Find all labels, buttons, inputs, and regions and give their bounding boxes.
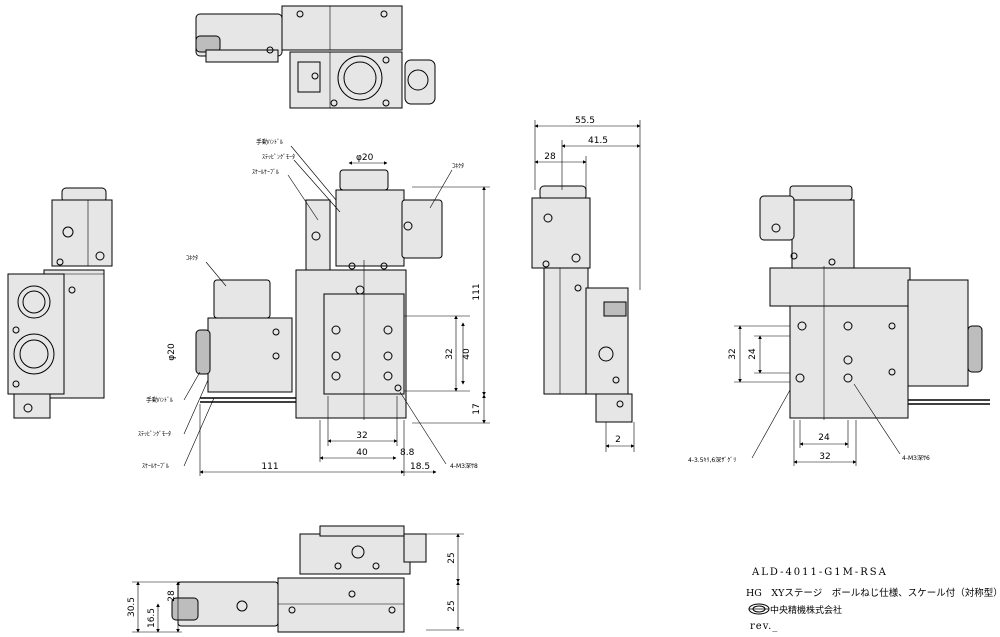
dim-32-horizontal: 32 (356, 431, 367, 441)
extension-lines (132, 120, 857, 633)
side-view (531, 185, 633, 423)
m3-thread-note-rear: 4-M3深ｻ6 (902, 454, 930, 462)
dim-111-height: 111 (472, 283, 482, 300)
dim-32-rear-horizontal: 32 (819, 452, 830, 462)
dim-phi20-top: φ20 (356, 153, 374, 163)
dim-30-5: 30.5 (127, 597, 137, 617)
dim-25-bottom-upper: 25 (447, 552, 457, 563)
label-scale-cable-left: ｽｹｰﾙｹｰﾌﾞﾙ (142, 463, 169, 470)
label-stepping-motor: ｽﾃｯﾋﾟﾝｸﾞﾓｰﾀ (262, 154, 295, 161)
label-connector-top: ｺﾈｸﾀ (452, 163, 464, 170)
top-view (195, 5, 436, 109)
dim-25-bottom-lower: 25 (447, 600, 457, 611)
dimension-lines (136, 124, 857, 633)
dim-phi20-side: φ20 (167, 343, 177, 361)
label-scale-cable: ｽｹｰﾙｹｰﾌﾞﾙ (252, 169, 279, 176)
dim-8-8: 8.8 (400, 448, 415, 458)
rear-view (759, 185, 990, 420)
product-name: HG XYステージ ボールねじ仕様、スケール付（対称型） (746, 588, 1000, 599)
dim-28-bottom: 28 (167, 590, 177, 602)
dim-24-rear-vertical: 24 (748, 348, 758, 360)
front-view (195, 169, 443, 420)
dim-40-vertical: 40 (462, 348, 472, 360)
model-number: ALD-4011-G1M-RSA (752, 567, 888, 578)
dim-17: 17 (472, 403, 482, 414)
leader-lines (183, 145, 901, 467)
dim-111-width: 111 (261, 462, 278, 472)
counterbore-note: 4-3.5ｷﾘ,6深ｻﾞｸﾞﾘ (688, 456, 736, 464)
label-connector-left: ｺﾈｸﾀ (186, 255, 198, 262)
dim-40-horizontal: 40 (356, 448, 368, 458)
dim-41-5: 41.5 (588, 136, 608, 146)
dim-55-5: 55.5 (575, 116, 595, 126)
m3-thread-note-front: 4-M3深ｻ8 (450, 462, 478, 470)
callout-labels: 手動ﾊﾝﾄﾞﾙ ｽﾃｯﾋﾟﾝｸﾞﾓｰﾀ ｽｹｰﾙｹｰﾌﾞﾙ ｺﾈｸﾀ ｺﾈｸﾀ … (138, 138, 464, 470)
bottom-view (171, 525, 427, 633)
dim-18-5: 18.5 (410, 462, 430, 472)
dim-16-5: 16.5 (147, 608, 157, 628)
label-manual-handle: 手動ﾊﾝﾄﾞﾙ (256, 138, 283, 146)
dim-28-side: 28 (544, 152, 556, 162)
label-manual-handle-left: 手動ﾊﾝﾄﾞﾙ (146, 396, 173, 404)
dim-32-rear-vertical: 32 (728, 348, 738, 359)
dim-32-vertical: 32 (445, 348, 455, 359)
dim-2: 2 (615, 435, 621, 445)
dimension-labels: φ20 111 40 32 17 φ20 32 40 8.8 111 18.5 … (127, 116, 930, 628)
label-stepping-motor-left: ｽﾃｯﾋﾟﾝｸﾞﾓｰﾀ (138, 431, 171, 438)
left-view (7, 187, 113, 419)
company-name: 中央精機株式会社 (770, 606, 843, 616)
dim-24-rear-horizontal: 24 (818, 433, 830, 443)
company-logo-icon (748, 603, 770, 615)
revision-label: rev._ (750, 621, 779, 632)
title-block: ALD-4011-G1M-RSA HG XYステージ ボールねじ仕様、スケール付… (746, 567, 1000, 633)
